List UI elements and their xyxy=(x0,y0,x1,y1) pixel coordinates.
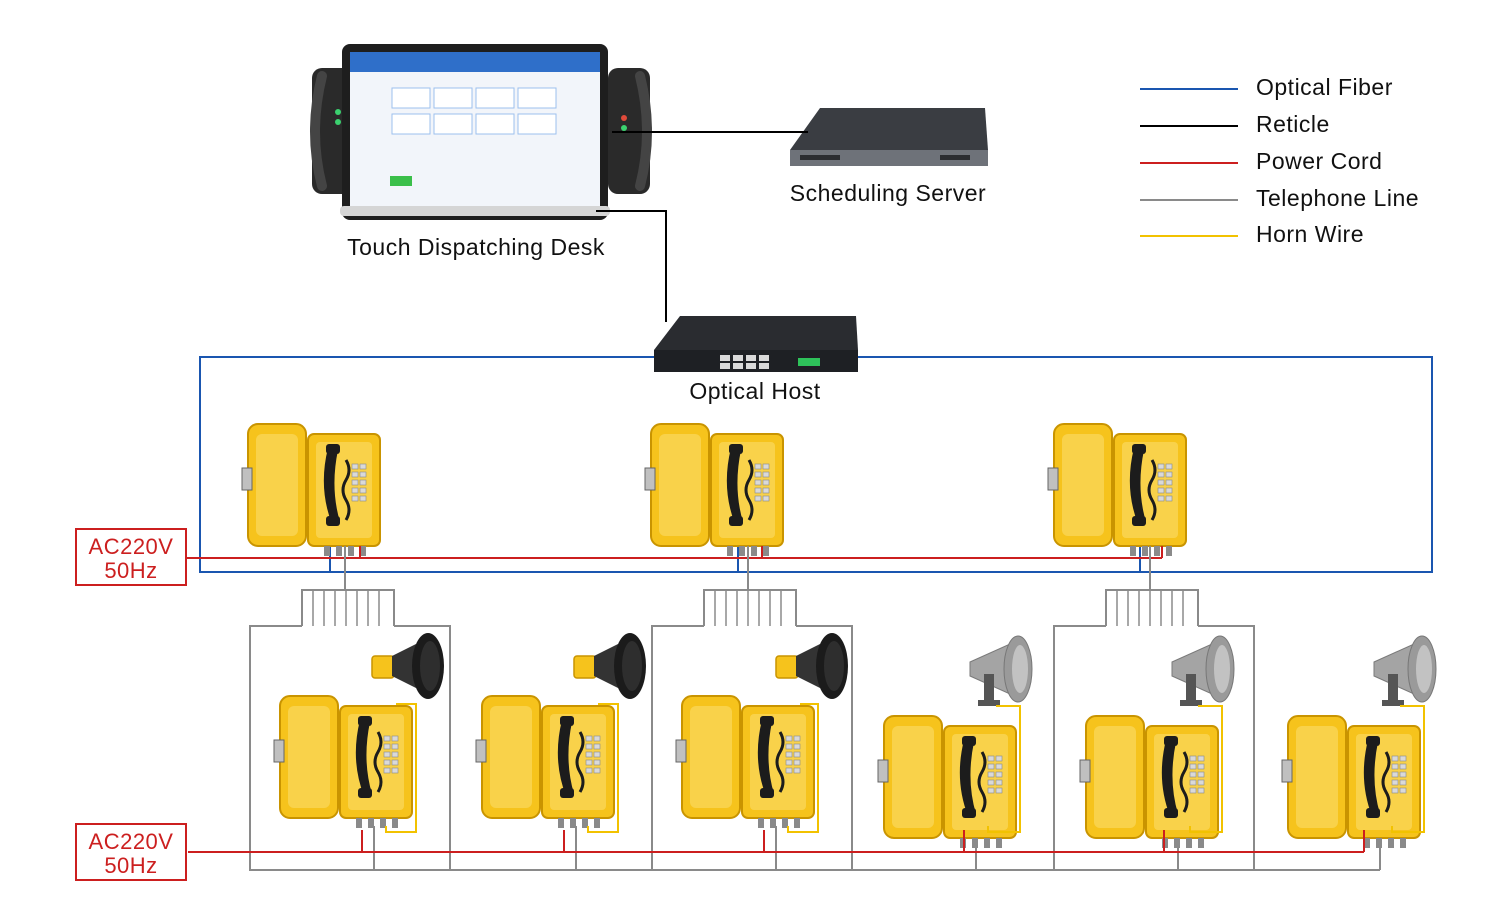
legend-item-power-cord: Power Cord xyxy=(1140,148,1382,174)
power-cord-lower xyxy=(188,830,1365,853)
bottom-telephone-2 xyxy=(474,694,616,830)
middle-telephone-3 xyxy=(1046,422,1188,558)
touch-dispatching-desk xyxy=(310,44,652,220)
middle-telephone-1 xyxy=(240,422,382,558)
bottom-telephone-1 xyxy=(272,694,414,830)
scheduling-server xyxy=(790,108,988,166)
optical-host-label: Optical Host xyxy=(689,378,820,404)
bottom-telephone-5 xyxy=(1078,714,1220,850)
legend-item-telephone-line: Telephone Line xyxy=(1140,185,1419,211)
power-source-frequency: 50Hz xyxy=(104,558,157,583)
power-source-lower: AC220V 50Hz xyxy=(75,823,187,881)
bottom-telephone-6 xyxy=(1280,714,1422,850)
optical-host xyxy=(654,316,858,372)
gray-horn-speaker-icon xyxy=(1171,635,1235,707)
legend-label: Optical Fiber xyxy=(1256,74,1393,100)
power-source-frequency: 50Hz xyxy=(104,853,157,878)
black-horn-speaker-icon xyxy=(775,632,849,700)
power-cord-upper xyxy=(186,546,1163,559)
legend-label: Telephone Line xyxy=(1256,185,1419,211)
black-horn-speaker-icon xyxy=(371,632,445,700)
power-source-voltage: AC220V xyxy=(89,829,174,854)
legend-item-horn-wire: Horn Wire xyxy=(1140,221,1364,247)
telephone-lines xyxy=(249,546,1381,871)
legend-label: Power Cord xyxy=(1256,148,1382,174)
legend: Optical Fiber Reticle Power Cord Telepho… xyxy=(1140,74,1419,247)
black-horn-speaker-icon xyxy=(573,632,647,700)
server-label: Scheduling Server xyxy=(790,180,986,206)
middle-telephone-2 xyxy=(643,422,785,558)
bottom-telephone-3 xyxy=(674,694,816,830)
legend-item-reticle: Reticle xyxy=(1140,111,1330,137)
horn-wires xyxy=(385,703,1425,833)
dispatch-desk-label: Touch Dispatching Desk xyxy=(347,234,605,260)
reticle-links xyxy=(596,131,808,322)
gray-horn-speaker-icon xyxy=(969,635,1033,707)
reticle-desk-host xyxy=(596,210,667,322)
power-source-voltage: AC220V xyxy=(89,534,174,559)
gray-horn-speaker-icon xyxy=(1373,635,1437,707)
legend-label: Horn Wire xyxy=(1256,221,1364,247)
legend-item-optical-fiber: Optical Fiber xyxy=(1140,74,1393,100)
power-source-upper: AC220V 50Hz xyxy=(75,528,187,586)
bottom-telephone-4 xyxy=(876,714,1018,850)
legend-label: Reticle xyxy=(1256,111,1330,137)
